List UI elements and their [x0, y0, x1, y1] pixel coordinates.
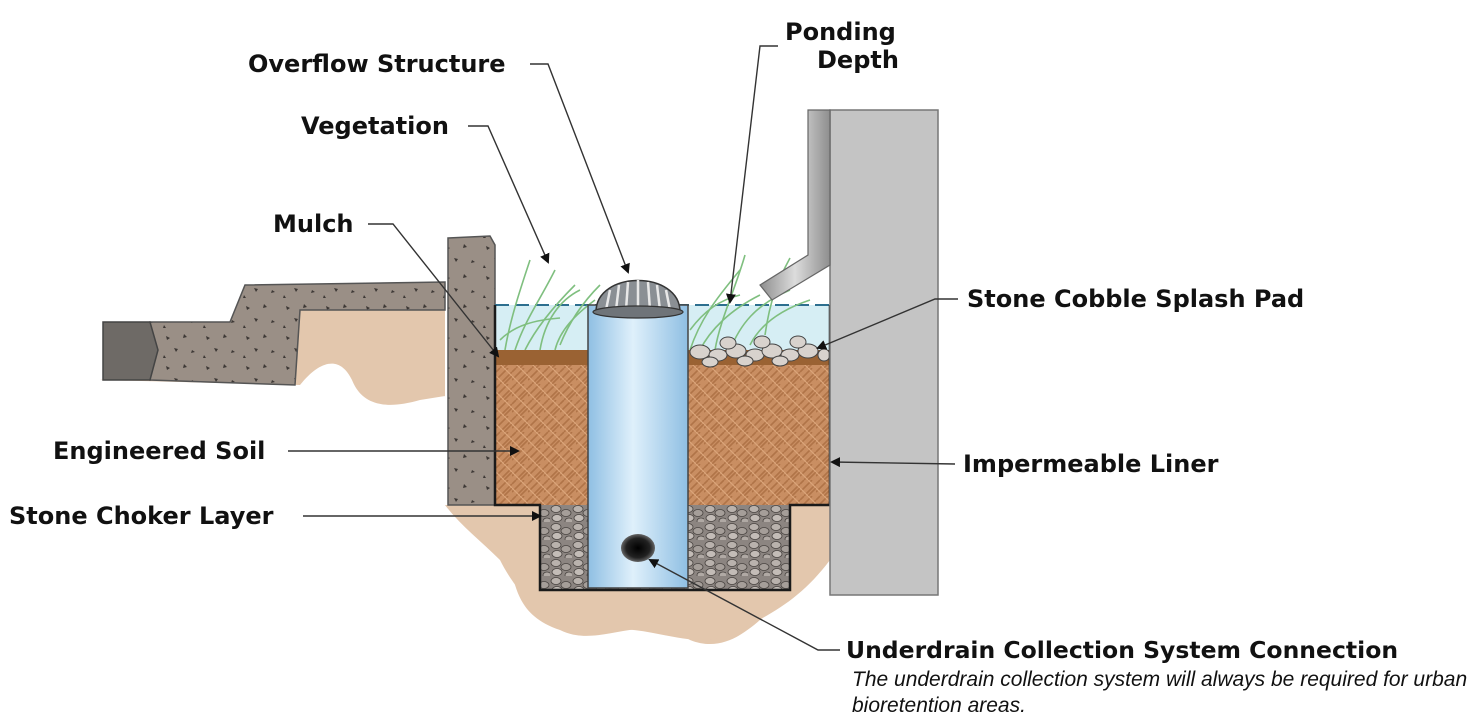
leader-lines — [288, 45, 958, 651]
leader-ponding — [725, 45, 778, 304]
leader-underdrain — [648, 559, 840, 651]
underdrain-opening — [621, 534, 655, 562]
label-impermeable-liner: Impermeable Liner — [963, 450, 1219, 478]
stone-cobble-splash-pad — [689, 335, 831, 368]
sidewalk-concrete — [149, 281, 446, 386]
label-stone-cobble-splash-pad: Stone Cobble Splash Pad — [967, 285, 1305, 313]
overflow-grate-dome — [592, 279, 684, 319]
note-line1: The underdrain collection system will al… — [852, 668, 1468, 691]
leader-vegetation — [468, 125, 550, 264]
leader-overflow — [530, 63, 630, 274]
label-underdrain-connection: Underdrain Collection System Connection — [846, 636, 1399, 664]
leader-splash-pad — [816, 298, 958, 350]
curb-wall — [447, 235, 496, 506]
downspout — [759, 109, 831, 301]
impermeable-liner-outline — [493, 305, 832, 592]
label-ponding-depth-line1: Ponding — [785, 18, 896, 46]
leader-mulch — [368, 223, 500, 358]
label-engineered-soil: Engineered Soil — [53, 437, 266, 465]
building-wall — [829, 109, 939, 596]
label-ponding-depth-line2: Depth — [817, 46, 899, 74]
curb-edge — [102, 321, 159, 381]
label-vegetation: Vegetation — [301, 112, 449, 140]
note-line2: bioretention areas. — [852, 694, 1026, 717]
label-mulch: Mulch — [273, 210, 354, 238]
label-stone-choker-layer: Stone Choker Layer — [9, 502, 274, 530]
leader-liner — [830, 457, 956, 468]
label-overflow-structure: Overflow Structure — [248, 50, 506, 78]
